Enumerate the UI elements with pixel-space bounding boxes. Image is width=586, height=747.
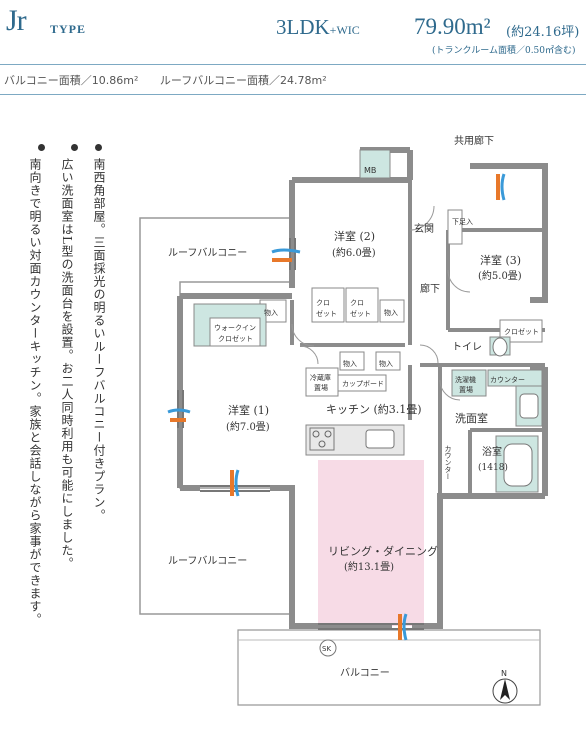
balcony-area: バルコニー面積／10.86m² — [4, 74, 139, 87]
sink-icon — [365, 429, 395, 449]
header: Jr TYPE 3LDK+WIC 79.90m² (約24.16坪) (トランク… — [0, 0, 586, 64]
closet-d-label: ゼット — [350, 309, 371, 318]
counter-vertical-label: カウンター — [444, 445, 452, 480]
storage-box — [375, 351, 401, 371]
kitchen-label: キッチン (約3.1畳) — [326, 402, 422, 416]
burner-icon — [324, 430, 332, 438]
balcony-label: バルコニー — [340, 667, 390, 679]
north-label: N — [501, 669, 507, 678]
storage-label: 物入 — [343, 359, 357, 368]
washer-label-b: 置場 — [459, 385, 473, 394]
western-room-2: 洋室 (2) — [334, 229, 375, 243]
cupboard — [337, 374, 387, 392]
north-arrow-icon — [500, 679, 510, 700]
toilet-icon — [492, 337, 508, 357]
fridge-label-a: 冷蔵庫 — [310, 373, 331, 382]
trunk-room-note: (トランクルーム面積／0.50㎡含む) — [432, 46, 576, 56]
wash-counter — [487, 369, 543, 387]
storage-label: 物入 — [379, 359, 393, 368]
storage-box — [339, 351, 365, 371]
bullet-icon — [95, 144, 102, 151]
plan-rooms: 3LDK — [276, 15, 330, 39]
plan-type: 3LDK+WIC — [276, 15, 360, 40]
western-room-2-size: (約6.0畳) — [332, 246, 376, 259]
airflow-arrow-icon — [234, 469, 240, 497]
living-label: リビング・ダイニング — [328, 544, 438, 558]
roof-balcony-area: ルーフバルコニー面積／24.78m² — [159, 74, 327, 87]
living-fill — [318, 460, 424, 626]
bullet-icon — [38, 144, 45, 151]
feature-2: 広い洗面室はL型の洗面台を設置。お二人同時利用も可能にしました。 — [60, 158, 74, 570]
closets — [259, 209, 543, 343]
airflow-arrow-icon — [402, 613, 408, 641]
closet-c-label: クロ — [350, 299, 364, 307]
outer-walls — [177, 147, 548, 629]
western-room-3: 洋室 (3) — [480, 253, 521, 267]
western-room-1-size: (約7.0畳) — [226, 420, 270, 433]
storage-label: 物入 — [384, 308, 398, 317]
bath-size: (1418) — [478, 462, 508, 473]
feature-3: 南向きで明るい対面カウンターキッチン。家族と会話しながら家事ができます。 — [28, 158, 42, 626]
walk-in-closet-inner — [209, 317, 261, 347]
plan-suffix: +WIC — [329, 23, 360, 37]
floor-area-tsubo: (約24.16坪) — [506, 25, 580, 40]
feature-1: 南西角部屋。三面採光の明るいルーフバルコニー付きプラン。 — [92, 158, 106, 522]
shoe-storage-label: 下足入 — [452, 218, 473, 226]
fridge-label-b: 置場 — [314, 383, 328, 392]
burner-icon — [312, 430, 320, 438]
counter-label: カウンター — [490, 375, 525, 384]
airflow-arrow-icon — [500, 173, 506, 201]
washer-space — [451, 369, 487, 397]
feature-list: 南西角部屋。三面採光の明るいルーフバルコニー付きプラン。 広い洗面室はL型の洗面… — [6, 144, 136, 630]
stove-icon — [309, 427, 335, 451]
washer-label-a: 洗濯機 — [455, 375, 476, 384]
airflow-arrow-icon — [271, 248, 301, 254]
subheader-divider — [0, 94, 586, 95]
wic-label-a: ウォークイン — [214, 324, 256, 332]
sk-label: SK — [322, 645, 331, 653]
bath-label: 浴室 — [482, 445, 502, 458]
balcony-areas: バルコニー面積／10.86m² ルーフバルコニー面積／24.78m² — [4, 72, 345, 88]
closet-b-label: ゼット — [316, 309, 337, 318]
storage-label: 物入 — [264, 308, 278, 317]
airflow-arrow-icon — [167, 408, 191, 414]
mb-label: MB — [364, 166, 376, 175]
type-word: TYPE — [50, 22, 87, 36]
wic-label-b: クロゼット — [218, 334, 253, 343]
corridor-label: 共用廊下 — [454, 134, 494, 147]
washroom-label: 洗面室 — [455, 411, 488, 425]
living-size: (約13.1畳) — [344, 560, 394, 573]
roof-balcony-top-label: ルーフバルコニー — [168, 247, 247, 259]
entrance-label: 玄関 — [414, 222, 434, 235]
toilet-label: トイレ — [452, 342, 482, 353]
type-letter: Jr — [6, 4, 27, 37]
balcony-outline — [237, 629, 541, 706]
header-divider — [0, 64, 586, 65]
bullet-icon — [71, 144, 78, 151]
western-room-1: 洋室 (1) — [228, 403, 269, 417]
ventilation-arrows — [167, 173, 506, 641]
fridge-space — [305, 367, 339, 397]
meter-box — [359, 149, 391, 179]
cupboard-label: カップボード — [342, 380, 384, 388]
closet-label: クロゼット — [504, 327, 539, 336]
roof-balcony-bottom-label: ルーフバルコニー — [168, 555, 247, 567]
burner-icon — [318, 440, 326, 448]
western-room-3-size: (約5.0畳) — [478, 269, 522, 282]
inner-walls — [290, 180, 545, 496]
door-swings — [291, 205, 471, 401]
basin-icon — [519, 393, 539, 419]
floor-area: 79.90m² — [414, 14, 491, 39]
sk-icon — [319, 639, 337, 657]
bathtub-icon — [503, 443, 533, 487]
closet-a-label: クロ — [316, 299, 330, 307]
hall-label: 廊下 — [420, 282, 440, 295]
